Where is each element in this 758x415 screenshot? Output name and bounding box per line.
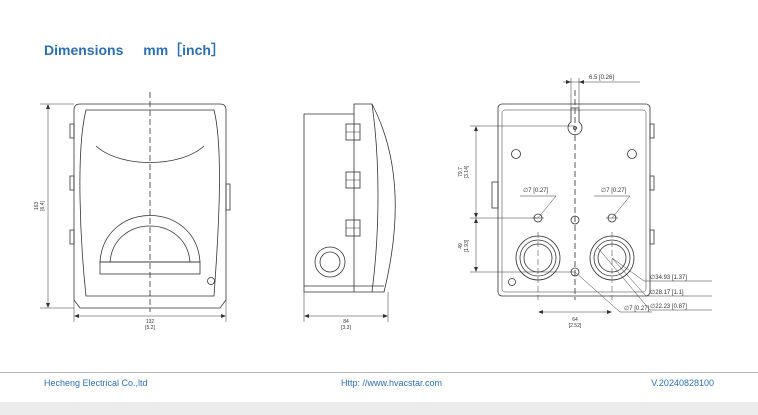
slot-arrow-left (566, 80, 571, 84)
dia-mid-label: ∅28.17 [1.1] (650, 289, 684, 296)
front-height-mm: 163 (34, 202, 40, 211)
side-depth-arrow-left (304, 314, 309, 318)
footer-version: V.20240828100 (651, 378, 714, 388)
side-knockout-inner (319, 251, 341, 273)
footer-company: Hecheng Electrical Co.,ltd (44, 378, 148, 388)
upper-dist-in: [3.14] (464, 165, 470, 178)
front-width-in: [5.2] (145, 325, 155, 331)
bottom-band (0, 402, 758, 415)
back-side-tab-left (491, 181, 499, 209)
dia-large-label: ∅34.93 [1.37] (650, 274, 687, 281)
leader-bottom-hole (574, 271, 652, 313)
footer-website[interactable]: Http: //www.hvacstar.com (341, 378, 443, 388)
lower-arrow-bot (474, 267, 478, 272)
hole-spacing-in: [2.52] (569, 323, 582, 329)
side-depth-arrow-right (383, 314, 388, 318)
front-inner-contour (79, 109, 220, 297)
keyhole-slot (567, 107, 583, 136)
hole-left-leader (520, 195, 557, 219)
hole-right-label: ∅7 [0.27] (601, 187, 627, 194)
upper-arrow-bot (474, 213, 478, 218)
back-view: 6.5 [0.26] 79.7 [3.14] 49 [1.93] 64 [2.5… (458, 75, 712, 329)
front-width-mm: 132 (146, 319, 155, 325)
back-corner-foot (508, 278, 516, 286)
front-width-arrow-right (221, 314, 226, 318)
spacing-arrow-right (607, 310, 612, 314)
side-rear-curve (371, 103, 379, 293)
title-unit: mm［inch］ (143, 42, 225, 58)
side-view: 84 [3.3] (303, 103, 396, 331)
slot-arrow-right (579, 80, 584, 84)
front-side-tab-1 (69, 123, 75, 139)
footer-divider (0, 372, 758, 373)
dia-small-label: ∅22.23 [0.87] (650, 303, 687, 310)
title-text: Dimensions (44, 42, 124, 58)
hole-right-leader (594, 195, 631, 219)
hole-spacing-mm: 64 (572, 317, 578, 323)
back-inner-outline (501, 109, 647, 293)
spacing-arrow-left (538, 310, 543, 314)
lower-arrow-top (474, 218, 478, 223)
front-height-in: [6.4] (40, 201, 46, 211)
front-height-arrow-bot (46, 303, 50, 308)
dimension-drawing: 163 [6.4] 132 [5.2] 84 [3.3] (34, 75, 712, 331)
knockout-right-mid (593, 239, 631, 277)
front-grille-arch-inner (109, 225, 191, 263)
page-title: Dimensions mm［inch］ (44, 40, 225, 60)
front-height-arrow-top (46, 104, 50, 109)
front-upper-band (95, 145, 205, 163)
leader-dia-mid (611, 257, 712, 297)
leader-dia-large (611, 257, 712, 282)
side-knockout-outer (314, 246, 346, 278)
lower-dist-in: [1.93] (464, 239, 470, 252)
front-side-knob (225, 183, 231, 211)
front-housing-outline (73, 103, 227, 309)
back-corner-hole-right (627, 149, 637, 159)
knockout-left-mid (519, 239, 557, 277)
knockout-left-inner (523, 243, 553, 273)
leader-dia-small (597, 247, 712, 311)
front-grille-arch (99, 215, 201, 263)
upper-dist-mm: 79.7 (458, 167, 464, 177)
back-corner-hole-left (511, 149, 521, 159)
front-indicator (207, 277, 215, 285)
back-side-tab-right-2 (649, 175, 655, 191)
hole-left-label: ∅7 [0.27] (523, 187, 549, 194)
hole-bottom-label: ∅7 [0.27] (624, 305, 650, 312)
side-depth-in: [3.3] (341, 325, 351, 331)
front-side-tab-2 (69, 175, 75, 191)
lower-dist-mm: 49 (458, 243, 464, 249)
front-view: 163 [6.4] 132 [5.2] (34, 92, 231, 331)
upper-arrow-top (474, 126, 478, 131)
back-side-tab-right-1 (649, 123, 655, 139)
front-side-tab-3 (69, 229, 75, 245)
side-depth-mm: 84 (343, 319, 349, 325)
slot-width-label: 6.5 [0.26] (589, 75, 614, 81)
front-width-arrow-left (74, 314, 79, 318)
back-side-tab-right-3 (649, 229, 655, 245)
mount-hole-center (570, 215, 580, 225)
